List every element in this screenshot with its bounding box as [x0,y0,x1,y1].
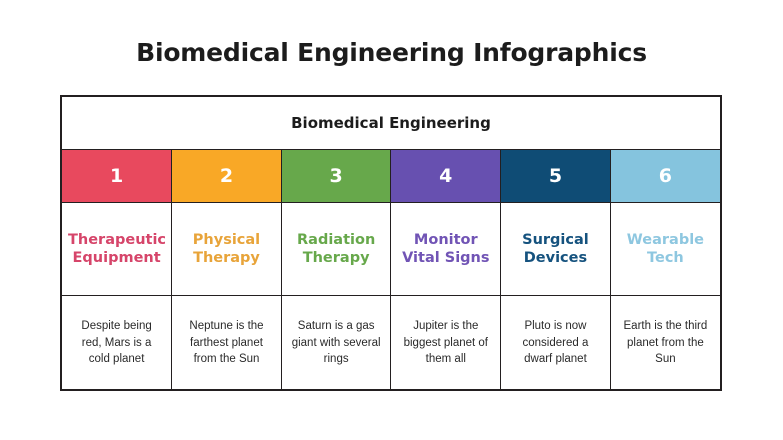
table-header-row: Biomedical Engineering [62,97,720,150]
label-cell-6: Wearable Tech [609,202,720,296]
page-title: Biomedical Engineering Infographics [136,38,647,67]
label-cell-3: Radiation Therapy [280,202,392,296]
number-cell-1: 1 [62,149,173,203]
description-cell-4: Jupiter is the biggest planet of them al… [390,295,502,390]
description-cell-3: Saturn is a gas giant with several rings [280,295,392,390]
table-header-title: Biomedical Engineering [62,97,720,150]
number-cell-3: 3 [280,149,392,203]
description-row: Despite being red, Mars is a cold planet… [62,295,720,390]
description-cell-6: Earth is the third planet from the Sun [609,295,720,390]
label-cell-5: Surgical Devices [500,202,611,296]
label-row: Therapeutic Equipment Physical Therapy R… [62,202,720,296]
description-cell-1: Despite being red, Mars is a cold planet [62,295,173,390]
number-cell-4: 4 [390,149,502,203]
number-cell-6: 6 [609,149,720,203]
comparison-table: Biomedical Engineering 1 2 3 4 5 6 Thera… [62,97,720,390]
number-row: 1 2 3 4 5 6 [62,149,720,203]
label-cell-1: Therapeutic Equipment [62,202,173,296]
infographic-table: Biomedical Engineering 1 2 3 4 5 6 Thera… [60,95,722,391]
description-cell-5: Pluto is now considered a dwarf planet [500,295,611,390]
label-cell-2: Physical Therapy [171,202,282,296]
number-cell-2: 2 [171,149,282,203]
label-cell-4: Monitor Vital Signs [390,202,502,296]
description-cell-2: Neptune is the farthest planet from the … [171,295,282,390]
number-cell-5: 5 [500,149,611,203]
